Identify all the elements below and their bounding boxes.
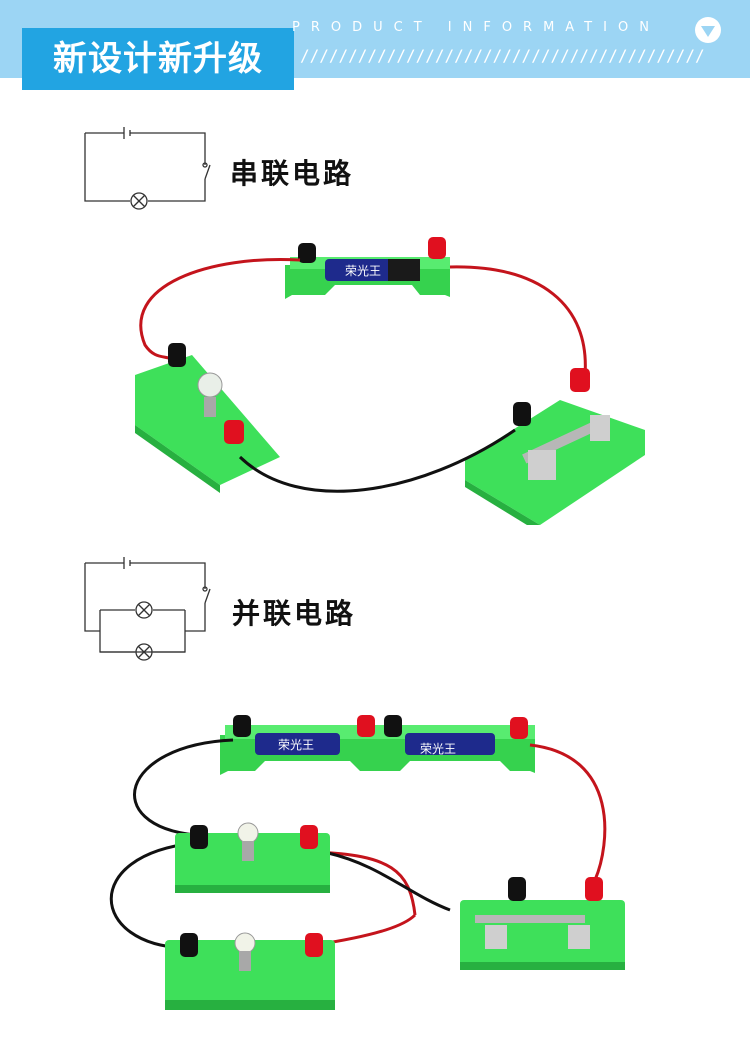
header-hatch-decoration: ////////////////////////////////////////… [300, 46, 705, 65]
battery-label-1: 荣光王 [278, 738, 314, 752]
series-circuit-label: 串联电路 [230, 157, 355, 190]
switch-board [465, 368, 645, 525]
double-battery-holder: 荣光王 荣光王 [220, 715, 535, 775]
battery-label-2: 荣光王 [420, 742, 456, 756]
header-subtitle: PRODUCT INFORMATION [292, 20, 660, 35]
down-triangle-icon [695, 17, 721, 43]
series-circuit-photo: 荣光王 [135, 237, 645, 525]
series-circuit-schematic [84, 127, 211, 210]
lamp-board-1 [175, 822, 330, 893]
switch-board-2 [460, 877, 625, 970]
battery-holder: 荣光王 [285, 237, 450, 299]
battery-label: 荣光王 [345, 264, 381, 278]
lamp-board [135, 343, 280, 493]
page-title: 新设计新升级 [22, 28, 294, 90]
parallel-circuit-schematic [84, 557, 211, 661]
parallel-circuit-label: 并联电路 [232, 597, 357, 630]
parallel-circuit-photo: 荣光王 荣光王 [109, 715, 625, 1010]
lamp-board-2 [165, 932, 335, 1010]
